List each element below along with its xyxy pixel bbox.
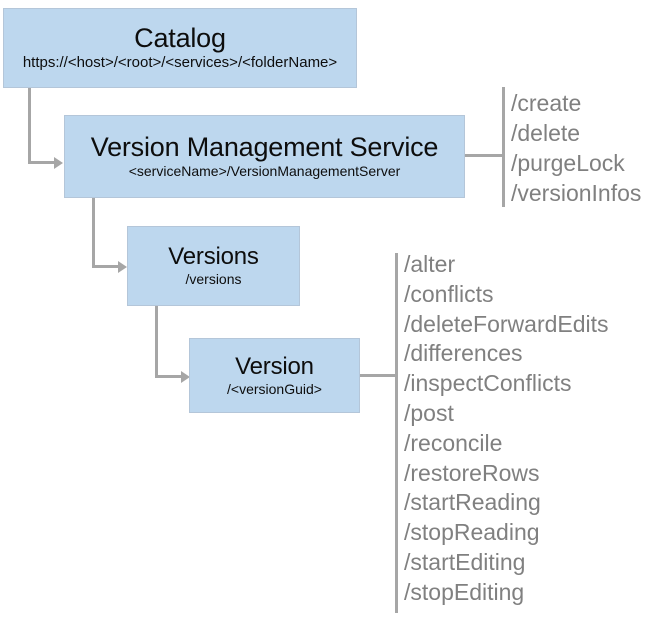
operation-item[interactable]: /differences [404,340,523,367]
node-catalog-subtitle: https://<host>/<root>/<services>/<folder… [22,54,338,72]
arrowhead-versions-to-version [181,370,190,383]
operation-item[interactable]: /deleteForwardEdits [404,310,609,337]
node-versions-title: Versions [168,243,259,271]
operation-item[interactable]: /conflicts [404,280,494,307]
operation-list-vms: /create /delete /purgeLock /versionInfos [511,88,641,208]
connector-vms-to-operations [465,154,505,157]
node-version-title: Version [235,352,314,380]
connector-vms-to-versions-horizontal [92,265,120,268]
operation-item[interactable]: /stopEditing [404,578,525,605]
operation-item[interactable]: /versionInfos [511,180,642,206]
operation-item[interactable]: /restoreRows [404,459,540,486]
node-version-subtitle: /<versionGuid> [227,380,322,397]
operation-item[interactable]: /alter [404,251,456,277]
connector-versions-to-version-vertical [155,306,158,378]
operation-item[interactable]: /create [511,90,582,116]
operation-item[interactable]: /inspectConflicts [404,370,572,397]
node-vms-subtitle: <serviceName>/VersionManagementServer [128,163,401,180]
operation-item[interactable]: /startReading [404,489,541,516]
arrowhead-catalog-to-vms [54,156,63,169]
operation-item[interactable]: /post [404,399,454,426]
connector-versions-to-version-horizontal [155,375,183,378]
operation-item[interactable]: /delete [511,120,581,146]
arrowhead-vms-to-versions [118,260,127,273]
node-version-management-service[interactable]: Version Management Service <serviceName>… [64,115,465,198]
connector-vms-to-versions-vertical [92,198,95,268]
operation-item[interactable]: /stopReading [404,519,540,546]
node-catalog-title: Catalog [134,23,226,54]
node-versions-subtitle: /versions [185,271,242,288]
connector-catalog-to-vms-vertical [28,88,31,164]
operation-list-version: /alter /conflicts /deleteForwardEdits /d… [404,250,609,608]
connector-version-to-operations [360,374,398,377]
operation-item[interactable]: /reconcile [404,429,503,456]
node-vms-title: Version Management Service [90,132,439,163]
operation-item[interactable]: /purgeLock [511,150,625,176]
node-versions[interactable]: Versions /versions [127,226,300,306]
bracket-vms-operations [502,87,505,207]
connector-catalog-to-vms-horizontal [28,161,56,164]
node-catalog[interactable]: Catalog https://<host>/<root>/<services>… [3,8,357,88]
node-version[interactable]: Version /<versionGuid> [189,338,360,413]
operation-item[interactable]: /startEditing [404,548,526,575]
bracket-version-operations [395,253,398,613]
